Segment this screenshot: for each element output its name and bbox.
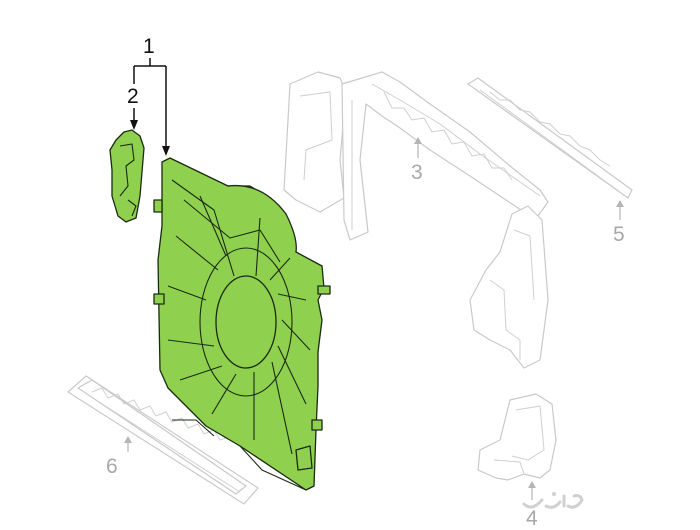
part-4-lower-bracket bbox=[477, 393, 557, 500]
leader-lines bbox=[130, 58, 170, 156]
callout-3: 3 bbox=[411, 161, 423, 184]
part-5-upper-rail bbox=[467, 77, 633, 220]
callout-5: 5 bbox=[613, 223, 625, 246]
part-2-bracket bbox=[109, 129, 145, 223]
part-1-fan-shroud bbox=[153, 157, 331, 491]
watermark-logo-icon bbox=[522, 492, 584, 509]
callout-4: 4 bbox=[526, 507, 538, 530]
part-6-lower-rail bbox=[67, 375, 259, 505]
callout-1: 1 bbox=[143, 35, 155, 58]
callout-2: 2 bbox=[127, 85, 139, 108]
callout-6: 6 bbox=[106, 455, 118, 478]
part-3-support-frame bbox=[283, 71, 549, 369]
